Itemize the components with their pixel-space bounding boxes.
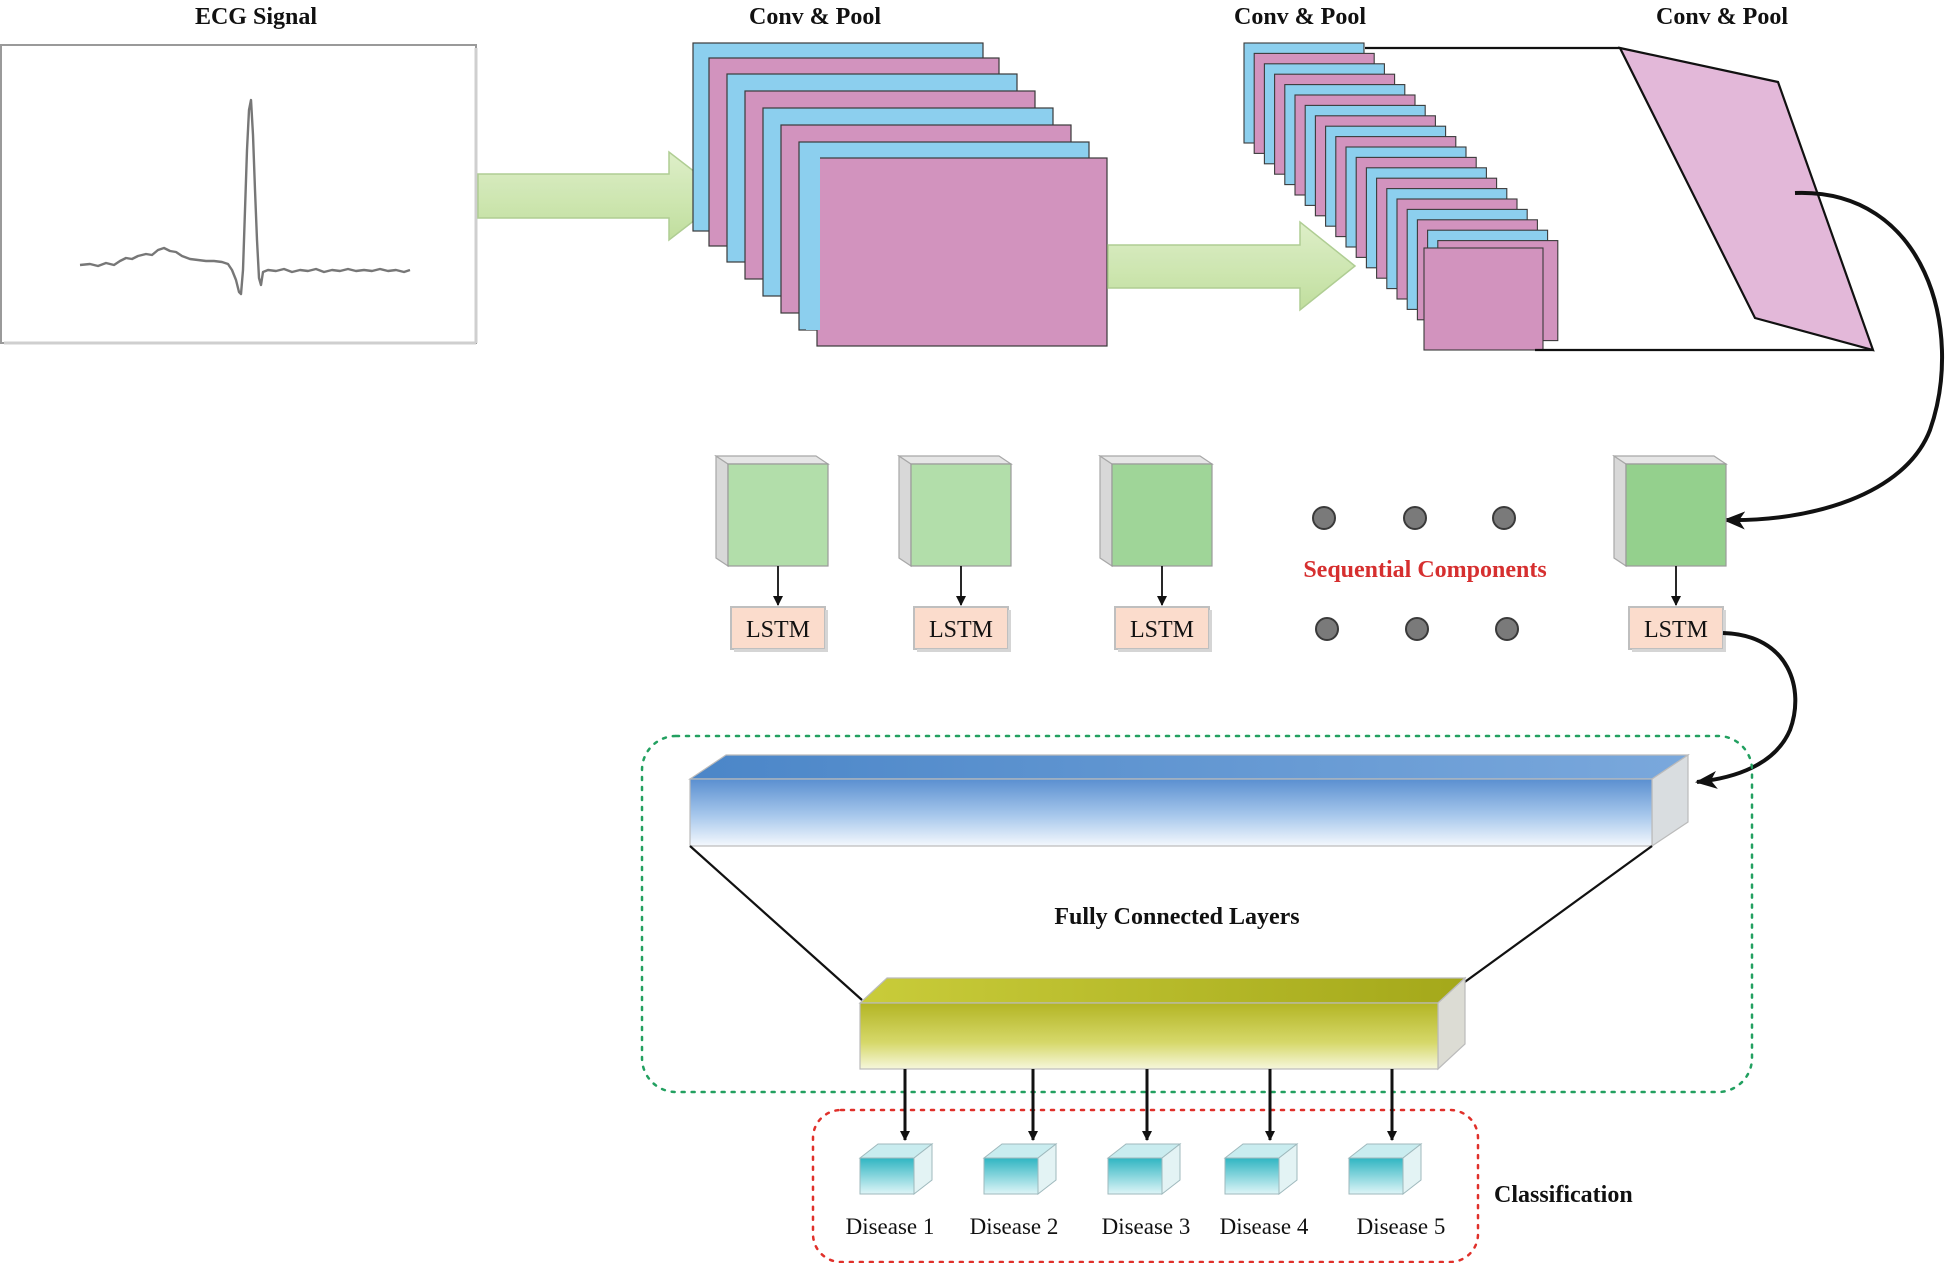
arrow-conv1-to-conv2	[1107, 220, 1357, 312]
disease-output-cube	[1106, 1142, 1182, 1196]
fc-layer-1	[688, 753, 1690, 848]
ellipsis-dot	[1405, 617, 1429, 641]
lstm-unit: LSTM	[1098, 454, 1214, 652]
arrow-ecg-to-conv	[477, 150, 728, 242]
ellipsis-dot	[1492, 506, 1516, 530]
fc-connector-left	[689, 845, 863, 1001]
conv-pool-title-3: Conv & Pool	[1656, 4, 1788, 30]
conv-pool-stack-1	[692, 42, 1108, 347]
disease-output-cube	[1347, 1142, 1423, 1196]
flatten-layer	[1365, 46, 1875, 352]
fully-connected-layers-label: Fully Connected Layers	[1054, 904, 1299, 930]
classification-label: Classification	[1494, 1182, 1633, 1208]
disease-output-cube	[1223, 1142, 1299, 1196]
lstm-unit: LSTM	[897, 454, 1013, 652]
fc-layer-2	[858, 976, 1467, 1071]
ecg-frame	[0, 44, 477, 344]
ellipsis-dot	[1312, 506, 1336, 530]
conv-pool-title-1: Conv & Pool	[749, 4, 881, 30]
sequential-components-label: Sequential Components	[1303, 557, 1546, 583]
fc-connector-right	[1439, 845, 1653, 1001]
disease-label: Disease 3	[1102, 1214, 1191, 1239]
ecg-signal-panel	[0, 44, 478, 345]
ellipsis-dot	[1315, 617, 1339, 641]
classification-outputs: Disease 1 Disease 2 Disease 3 Disease 4 Dise…	[846, 1069, 1446, 1239]
disease-label: Disease 2	[970, 1214, 1059, 1239]
disease-label: Disease 5	[1357, 1214, 1446, 1239]
sequence-input-block	[1625, 463, 1727, 567]
disease-output-cube	[982, 1142, 1058, 1196]
disease-label: Disease 1	[846, 1214, 935, 1239]
conv-pool-stack-2	[1243, 42, 1559, 351]
sequence-input-block	[1111, 463, 1213, 567]
lstm-unit: LSTM	[714, 454, 830, 652]
fully-connected-group	[640, 734, 1754, 1094]
feature-map-front	[1423, 247, 1544, 351]
lstm-box	[913, 606, 1009, 650]
sequence-input-block	[727, 463, 829, 567]
lstm-label: LSTM	[1130, 617, 1194, 643]
classification-group	[811, 1108, 1480, 1263]
sequence-input-block	[910, 463, 1012, 567]
disease-output-cube	[858, 1142, 934, 1196]
conv-pool-title-2: Conv & Pool	[1234, 4, 1366, 30]
ecg-waveform	[79, 98, 411, 296]
sequential-components: LSTM LSTM LSTM LSTM	[714, 454, 1728, 652]
ellipsis-dot	[1403, 506, 1427, 530]
disease-label: Disease 4	[1220, 1214, 1309, 1239]
arrow-lstm-to-fc	[1695, 631, 1798, 789]
flat-feature-map	[1617, 46, 1875, 352]
arrow-flatten-to-sequence	[1723, 190, 1944, 530]
lstm-label: LSTM	[1644, 617, 1708, 643]
lstm-unit: LSTM	[1612, 454, 1728, 652]
ecg-signal-title: ECG Signal	[195, 4, 317, 30]
lstm-label: LSTM	[746, 617, 810, 643]
ellipsis-dot	[1495, 617, 1519, 641]
lstm-label: LSTM	[929, 617, 993, 643]
